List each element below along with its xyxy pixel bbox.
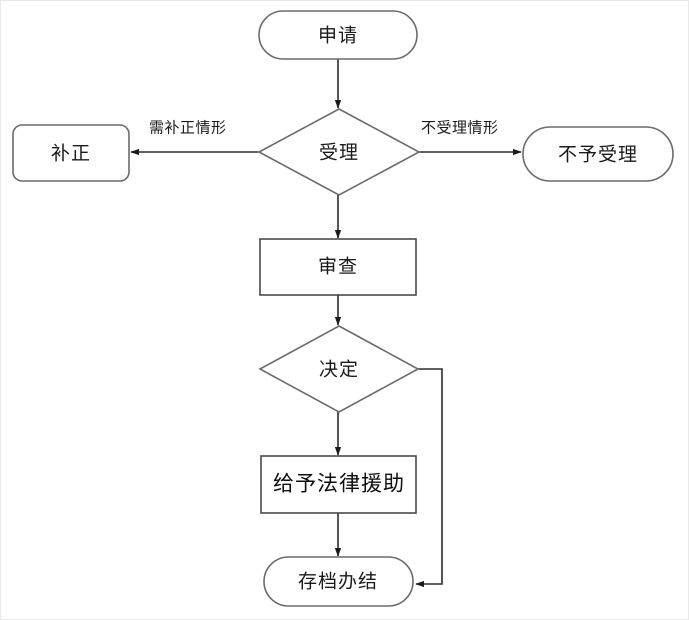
node-grant-shape <box>260 455 417 514</box>
node-archive-label: 存档办结 <box>298 571 378 593</box>
node-decide-label: 决定 <box>319 359 359 381</box>
node-review-shape <box>259 238 417 296</box>
node-archive-shape <box>263 556 414 607</box>
node-correction-shape <box>12 124 130 182</box>
node-grant-label: 给予法律援助 <box>273 472 405 496</box>
node-correction-label: 补正 <box>51 143 91 165</box>
node-apply[interactable]: 申请 <box>258 10 418 60</box>
node-archive[interactable]: 存档办结 <box>263 556 414 607</box>
node-decide[interactable]: 决定 <box>258 325 420 413</box>
edge-label-not-accepted: 不受理情形 <box>421 119 499 137</box>
node-review-label: 审查 <box>318 256 358 278</box>
node-reject-shape <box>522 126 674 182</box>
node-review[interactable]: 审查 <box>259 238 417 296</box>
node-accept-label: 受理 <box>319 142 359 164</box>
node-reject[interactable]: 不予受理 <box>522 126 674 182</box>
edge-label-need-correction: 需补正情形 <box>149 119 227 137</box>
node-apply-label: 申请 <box>318 25 358 47</box>
node-reject-label: 不予受理 <box>558 144 638 166</box>
node-apply-shape <box>258 10 418 60</box>
node-accept[interactable]: 受理 <box>257 108 421 196</box>
node-decide-shape <box>258 325 420 413</box>
node-correction[interactable]: 补正 <box>12 124 130 182</box>
node-grant[interactable]: 给予法律援助 <box>260 455 417 514</box>
edge-decide-archive-loop <box>415 368 443 588</box>
connectors-layer <box>130 59 522 588</box>
node-accept-shape <box>257 108 421 196</box>
